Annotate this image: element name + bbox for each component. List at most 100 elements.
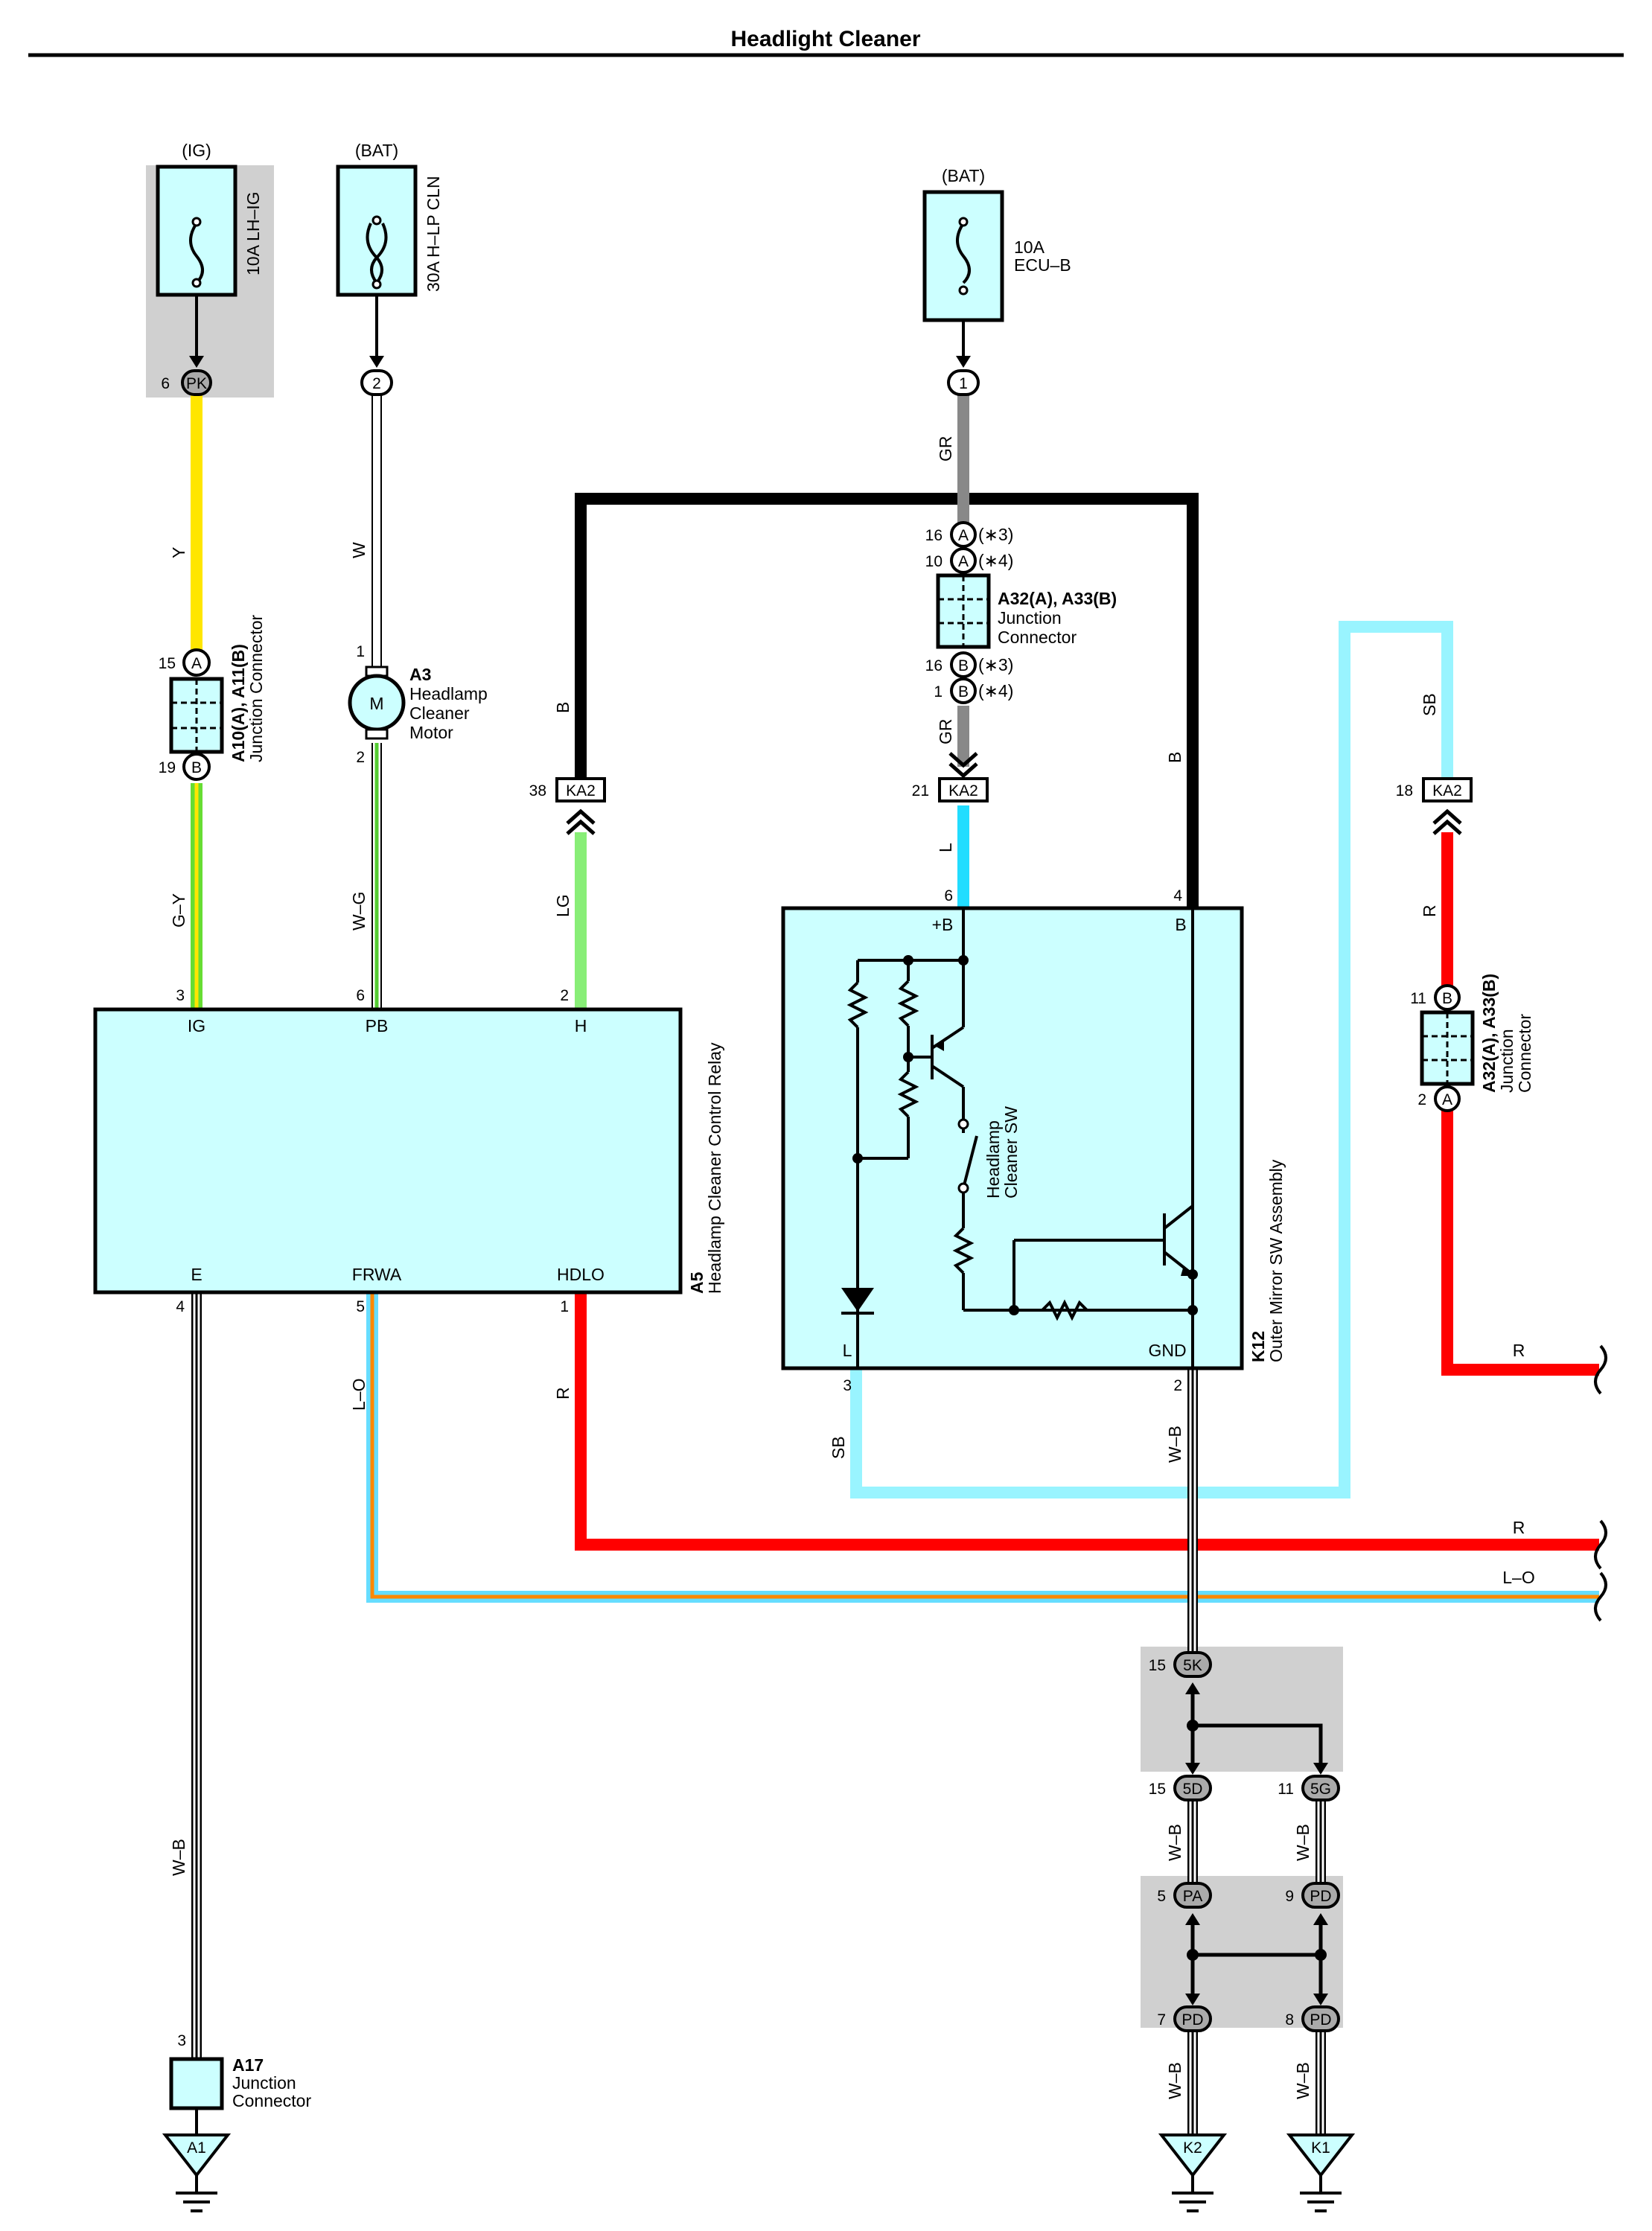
ka2-right	[1422, 777, 1473, 802]
svg-text:HDLO: HDLO	[557, 1265, 605, 1284]
svg-text:W–G: W–G	[349, 892, 369, 931]
svg-text:KA2: KA2	[1432, 782, 1462, 799]
svg-text:1: 1	[560, 1298, 569, 1315]
svg-text:5D: 5D	[1183, 1781, 1203, 1798]
svg-text:PD: PD	[1181, 2011, 1203, 2029]
break-mark-lo	[1594, 1571, 1607, 1622]
svg-text:+B: +B	[932, 915, 954, 934]
svg-text:FRWA: FRWA	[352, 1265, 402, 1284]
svg-text:B: B	[958, 657, 969, 674]
svg-text:M: M	[369, 694, 383, 713]
svg-text:PB: PB	[366, 1016, 389, 1035]
svg-text:SB: SB	[1420, 693, 1439, 716]
jc-right-name: A32(A), A33(B)	[1479, 974, 1499, 1093]
svg-text:6: 6	[944, 887, 953, 904]
svg-text:A: A	[191, 655, 202, 672]
svg-text:3: 3	[176, 987, 185, 1004]
svg-text:16: 16	[925, 657, 943, 674]
svg-text:5K: 5K	[1183, 1657, 1202, 1674]
svg-text:6: 6	[356, 987, 365, 1004]
svg-text:E: E	[191, 1265, 202, 1284]
svg-text:W–B: W–B	[1293, 2062, 1313, 2099]
jc-mid-pin-a2	[950, 547, 977, 574]
svg-text:LG: LG	[553, 894, 573, 917]
svg-text:(∗3): (∗3)	[978, 525, 1013, 544]
jb-shade-top	[1141, 1647, 1343, 1772]
jc-left-desc: Junction Connector	[246, 614, 266, 762]
svg-text:A1: A1	[187, 2139, 206, 2157]
fuse-bat1-box	[336, 165, 418, 297]
svg-text:W–B: W–B	[1165, 2062, 1184, 2099]
svg-text:B: B	[1442, 990, 1452, 1007]
ka2-mid	[938, 777, 989, 802]
fuse-ig-box	[156, 165, 237, 297]
a17-connector	[169, 2057, 224, 2110]
svg-text:B: B	[553, 702, 573, 713]
svg-text:1: 1	[959, 375, 968, 392]
svg-text:A: A	[958, 553, 969, 570]
svg-text:Cleaner: Cleaner	[409, 703, 470, 723]
a17-code: A17	[232, 2055, 264, 2075]
ground-a1-icon	[162, 2133, 232, 2178]
svg-text:2: 2	[560, 987, 569, 1004]
svg-text:9: 9	[1285, 1888, 1294, 1905]
ground-k1-icon	[1286, 2133, 1356, 2178]
fuse-ig-icon	[189, 222, 204, 284]
svg-text:Junction: Junction	[232, 2073, 296, 2093]
svg-text:GR: GR	[936, 719, 955, 745]
svg-text:W: W	[349, 542, 369, 558]
jc-mid-pin-b2	[950, 677, 977, 704]
svg-text:18: 18	[1396, 782, 1413, 799]
jc-left-name: A10(A), A11(B)	[229, 644, 248, 762]
jc-left-pin-b	[182, 753, 211, 781]
svg-text:2: 2	[372, 375, 381, 392]
svg-text:W–B: W–B	[169, 1839, 188, 1876]
svg-text:Junction: Junction	[998, 608, 1062, 628]
svg-text:10: 10	[925, 553, 943, 570]
svg-text:1: 1	[934, 683, 943, 700]
fuse-bat1-label: 30A H–LP CLN	[424, 176, 443, 292]
svg-text:R: R	[1420, 904, 1439, 917]
svg-text:1: 1	[356, 643, 365, 660]
diode-icon	[841, 1288, 874, 1312]
fuse-bat2-name: ECU–B	[1014, 255, 1071, 275]
svg-text:2: 2	[1173, 1377, 1182, 1394]
mirror-sw-code: K12	[1248, 1331, 1268, 1362]
motor-code: A3	[409, 665, 431, 684]
svg-text:5: 5	[356, 1298, 365, 1315]
svg-text:3: 3	[843, 1377, 852, 1394]
connector-pd-1	[1301, 1882, 1340, 1909]
svg-text:W–B: W–B	[1293, 1824, 1313, 1861]
svg-text:H: H	[575, 1016, 587, 1035]
mirror-sw-name: Outer Mirror SW Assembly	[1266, 1159, 1286, 1362]
svg-text:PA: PA	[1183, 1888, 1202, 1905]
relay-box	[93, 1007, 683, 1295]
svg-text:G–Y: G–Y	[169, 893, 188, 928]
svg-text:W–B: W–B	[1165, 1824, 1184, 1861]
wire-sb	[850, 621, 1453, 1498]
connector-5d	[1173, 1775, 1212, 1801]
connector-5g	[1301, 1775, 1340, 1801]
svg-text:5: 5	[1157, 1888, 1166, 1905]
svg-text:IG: IG	[188, 1016, 205, 1035]
jc-mid-name: A32(A), A33(B)	[998, 589, 1117, 608]
break-mark-r-top	[1594, 1344, 1607, 1395]
svg-text:PD: PD	[1310, 1888, 1331, 1905]
connector-2	[360, 369, 393, 396]
connector-pk	[181, 369, 212, 396]
svg-text:3: 3	[177, 2032, 186, 2049]
svg-text:16: 16	[925, 527, 943, 544]
diagram-title: Headlight Cleaner	[730, 27, 920, 51]
switch-label-2: Cleaner SW	[1001, 1106, 1021, 1199]
jc-left-pin-a	[182, 648, 211, 677]
svg-text:4: 4	[1173, 887, 1182, 904]
connector-1	[947, 369, 980, 396]
svg-text:L–O: L–O	[349, 1379, 369, 1411]
jc-right-pin-b	[1434, 984, 1461, 1011]
svg-text:PD: PD	[1310, 2011, 1331, 2029]
svg-text:K1: K1	[1311, 2139, 1330, 2157]
svg-text:(∗4): (∗4)	[978, 551, 1013, 570]
svg-text:19: 19	[159, 759, 176, 776]
